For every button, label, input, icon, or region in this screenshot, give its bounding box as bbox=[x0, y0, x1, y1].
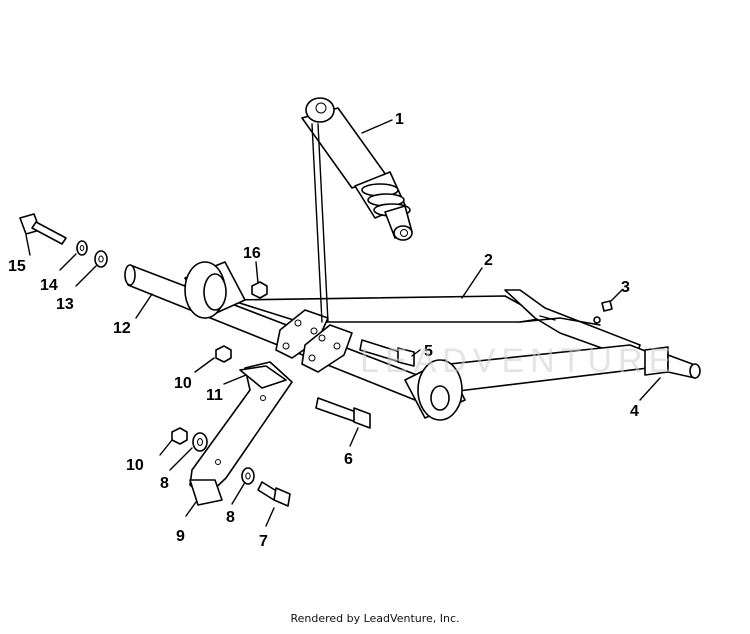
link-part-9 bbox=[189, 361, 293, 506]
grease-fitting-part-3 bbox=[593, 300, 613, 324]
spindle-part-4 bbox=[644, 346, 701, 379]
bolt-part-15 bbox=[19, 213, 67, 245]
callout-6: 6 bbox=[344, 451, 353, 468]
callout-4: 4 bbox=[630, 403, 639, 420]
washer-part-14 bbox=[76, 240, 88, 256]
callout-16: 16 bbox=[243, 245, 261, 262]
callout-14: 14 bbox=[40, 277, 58, 294]
washer-part-8-lower bbox=[241, 467, 255, 485]
callout-10-upper: 10 bbox=[174, 375, 192, 392]
rear-bushing bbox=[184, 261, 246, 319]
leader-lines bbox=[25, 119, 661, 527]
callout-3: 3 bbox=[621, 279, 630, 296]
callout-13: 13 bbox=[56, 296, 74, 313]
nut-part-10-lower bbox=[171, 427, 188, 445]
bolt-part-5 bbox=[359, 339, 415, 367]
washer-part-8-upper bbox=[192, 432, 208, 452]
callout-8-upper: 8 bbox=[160, 475, 169, 492]
nut-part-10-upper bbox=[215, 345, 232, 363]
bolt-part-7 bbox=[257, 481, 291, 507]
callout-15: 15 bbox=[8, 258, 26, 275]
callout-labels: 1 2 3 4 5 6 7 8 8 9 10 10 11 12 13 14 15… bbox=[8, 111, 639, 550]
callout-1: 1 bbox=[395, 111, 404, 128]
link-top-part-11 bbox=[239, 365, 287, 389]
callout-8-lower: 8 bbox=[226, 509, 235, 526]
watermark: LEADVENTURE bbox=[360, 342, 678, 380]
callout-10-lower: 10 bbox=[126, 457, 144, 474]
shock-absorber-part-1 bbox=[301, 97, 413, 323]
callout-5: 5 bbox=[424, 343, 433, 360]
nut-part-16 bbox=[251, 281, 268, 299]
shock-mount-bracket bbox=[275, 309, 353, 373]
callout-11: 11 bbox=[206, 387, 223, 404]
front-bushing bbox=[404, 359, 466, 421]
callout-12: 12 bbox=[113, 320, 131, 337]
callout-9: 9 bbox=[176, 528, 185, 545]
callout-2: 2 bbox=[484, 252, 493, 269]
washer-part-13 bbox=[94, 250, 108, 268]
bolt-part-6 bbox=[315, 397, 371, 429]
callout-7: 7 bbox=[259, 533, 268, 550]
footer-credit: Rendered by LeadVenture, Inc. bbox=[290, 612, 460, 625]
